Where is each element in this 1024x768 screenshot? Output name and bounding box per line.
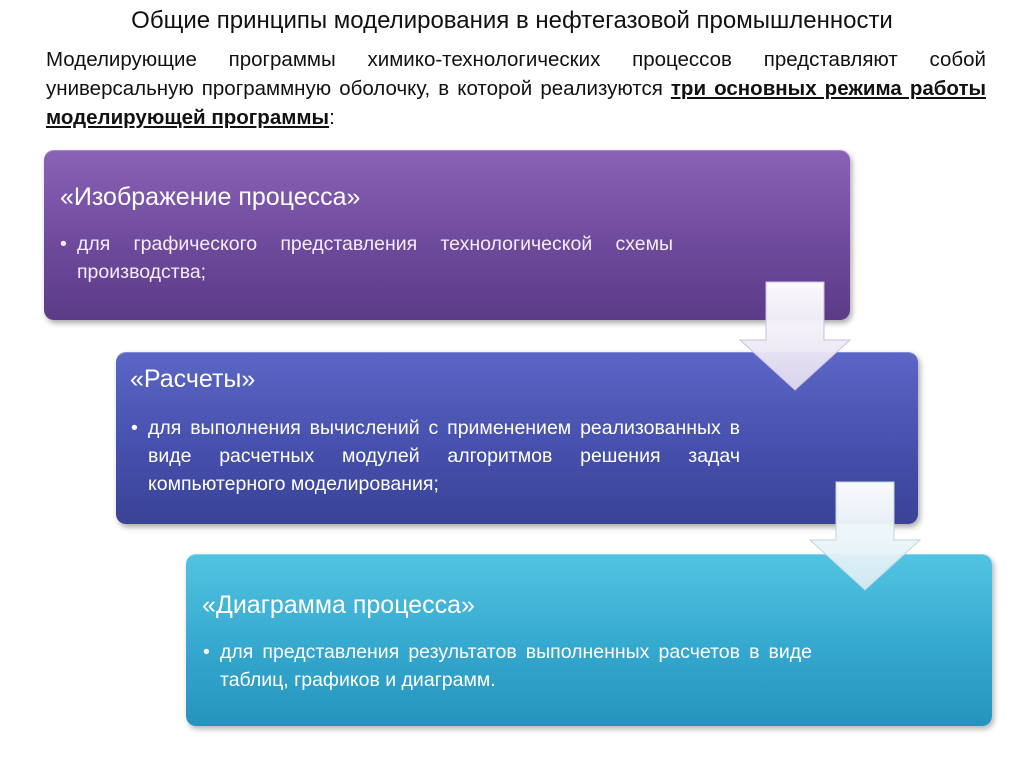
mode-title: «Расчеты» <box>130 365 256 393</box>
bullet-dot: • <box>131 417 138 439</box>
mode-title: «Диаграмма процесса» <box>202 591 475 619</box>
bullet-dot: • <box>60 233 67 255</box>
down-arrow-icon <box>808 481 922 591</box>
down-arrow-icon <box>738 281 852 391</box>
bullet-dot: • <box>203 641 210 663</box>
intro-text: Моделирующие программы химико-технологич… <box>46 48 986 100</box>
mode-description-text: для графического представления технологи… <box>77 233 673 283</box>
mode-title: «Изображение процесса» <box>60 183 361 211</box>
intro-end: : <box>329 106 335 129</box>
mode-description: • для графического представления техноло… <box>60 230 673 286</box>
mode-description-text: для представления результатов выполненны… <box>220 641 812 691</box>
intro-paragraph: Моделирующие программы химико-технологич… <box>46 45 986 132</box>
mode-description: • для выполнения вычислений с применение… <box>131 414 740 498</box>
slide-title: Общие принципы моделирования в нефтегазо… <box>131 7 893 34</box>
intro-emphasis: три основных режима работы моделирующей … <box>46 77 986 129</box>
mode-box-process-image: «Изображение процесса» • для графическог… <box>44 150 850 320</box>
mode-description-text: для выполнения вычислений с применением … <box>148 417 740 495</box>
mode-description: • для представления результатов выполнен… <box>203 638 812 694</box>
